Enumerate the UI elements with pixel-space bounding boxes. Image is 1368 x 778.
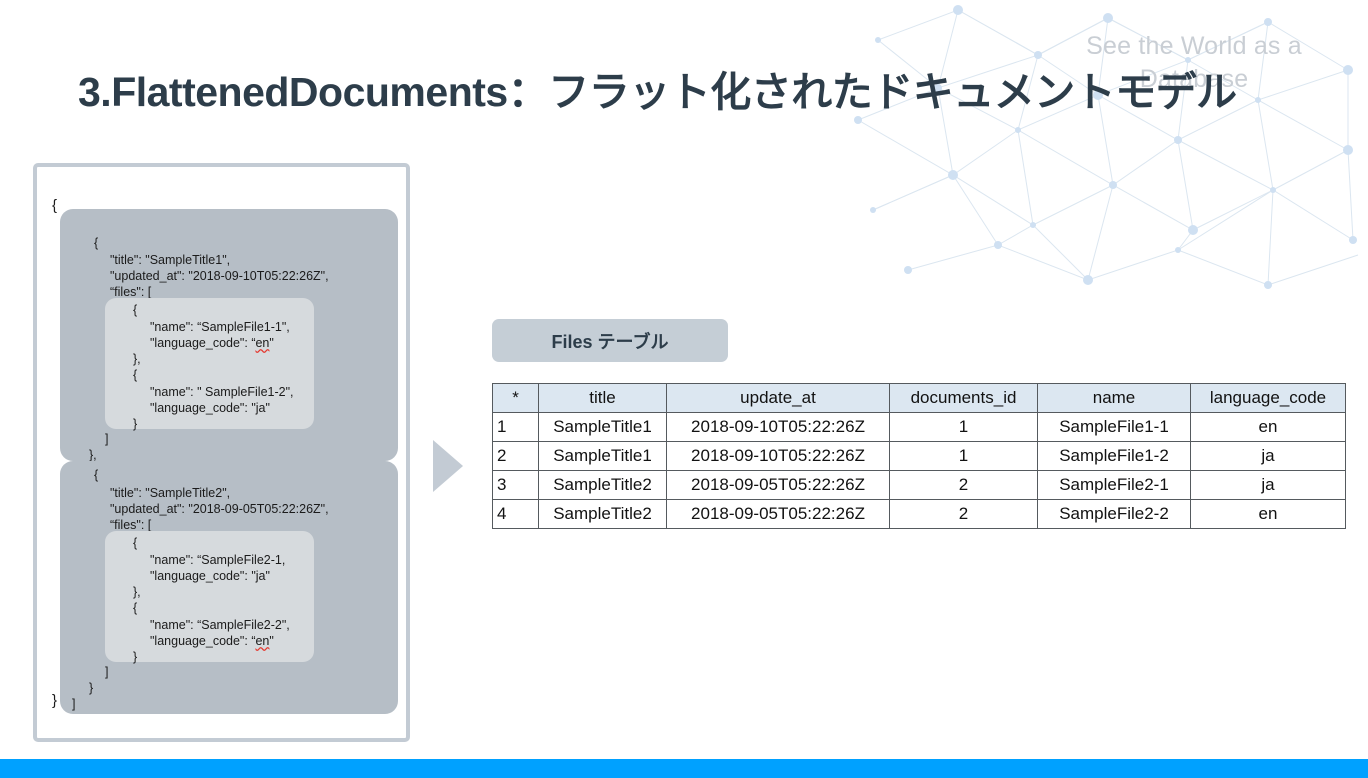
cell-documents-id: 1 — [889, 441, 1038, 471]
file-language-value: en — [255, 336, 270, 350]
bottom-accent-bar — [0, 759, 1368, 778]
cell-language-code: en — [1190, 499, 1346, 529]
document-card: { "title": "SampleTitle1", "updated_at":… — [60, 209, 398, 462]
file-language-value: ja — [255, 569, 266, 583]
file-open-brace: { — [133, 368, 138, 382]
column-header-language-code: language_code — [1190, 383, 1346, 413]
files-table-label: Files テーブル — [492, 319, 728, 362]
cell-update-at: 2018-09-10T05:22:26Z — [666, 412, 890, 442]
network-pattern-background — [854, 5, 1359, 289]
cell-name: SampleFile2-2 — [1037, 499, 1191, 529]
card-open-brace: { — [94, 236, 99, 250]
file-name-line: "name": “SampleFile1-1", — [150, 320, 290, 334]
cell-update-at: 2018-09-05T05:22:26Z — [666, 499, 890, 529]
file-language-value: ja — [255, 401, 266, 415]
card-files-close: ] — [105, 665, 109, 679]
card-close-brace: }, — [89, 448, 97, 462]
file-language-line: "language_code": "ja" — [150, 401, 270, 415]
cell-index: 2 — [492, 441, 539, 471]
cell-language-code: ja — [1190, 470, 1346, 500]
cell-update-at: 2018-09-10T05:22:26Z — [666, 441, 890, 471]
files-array-card: { "name": “SampleFile1-1", "language_cod… — [105, 298, 314, 431]
column-header-title: title — [538, 383, 667, 413]
cell-documents-id: 1 — [889, 412, 1038, 442]
cell-title: SampleTitle1 — [538, 412, 667, 442]
column-header-documents-id: documents_id — [889, 383, 1038, 413]
json-root-close-brace: } — [52, 692, 58, 709]
cell-language-code: en — [1190, 412, 1346, 442]
card-files-close: ] — [105, 432, 109, 446]
flow-arrow-icon — [433, 440, 463, 492]
column-header-update-at: update_at — [666, 383, 890, 413]
file-language-value: en — [255, 634, 270, 648]
cell-title: SampleTitle2 — [538, 470, 667, 500]
file-name-line: "name": “SampleFile2-2", — [150, 618, 290, 632]
documents-array-close: ] — [72, 697, 76, 711]
cell-index: 1 — [492, 412, 539, 442]
file-name-line: "name": " SampleFile1-2", — [150, 385, 294, 399]
card-title-line: "title": "SampleTitle2", — [110, 486, 231, 500]
cell-documents-id: 2 — [889, 470, 1038, 500]
card-files-key: “files": [ — [110, 285, 152, 299]
table-row: 4 SampleTitle2 2018-09-05T05:22:26Z 2 Sa… — [492, 499, 1346, 529]
cell-language-code: ja — [1190, 441, 1346, 471]
file-close-brace: }, — [133, 352, 141, 366]
card-close-brace: } — [89, 681, 94, 695]
files-array-card: { "name": “SampleFile2-1, "language_code… — [105, 531, 314, 664]
cell-title: SampleTitle1 — [538, 441, 667, 471]
cell-documents-id: 2 — [889, 499, 1038, 529]
cell-index: 4 — [492, 499, 539, 529]
file-close-brace: } — [133, 650, 138, 664]
file-name-line: "name": “SampleFile2-1, — [150, 553, 286, 567]
table-header-row: * title update_at documents_id name lang… — [492, 383, 1346, 413]
cell-name: SampleFile1-1 — [1037, 412, 1191, 442]
column-header-name: name — [1037, 383, 1191, 413]
file-open-brace: { — [133, 536, 138, 550]
cell-name: SampleFile2-1 — [1037, 470, 1191, 500]
file-open-brace: { — [133, 303, 138, 317]
file-open-brace: { — [133, 601, 138, 615]
files-table: * title update_at documents_id name lang… — [492, 383, 1346, 529]
document-card: { "title": "SampleTitle2", "updated_at":… — [60, 461, 398, 714]
page-title: 3.FlattenedDocuments：フラット化されたドキュメントモデル — [78, 69, 1237, 115]
file-close-brace: } — [133, 417, 138, 431]
card-open-brace: { — [94, 468, 99, 482]
cell-update-at: 2018-09-05T05:22:26Z — [666, 470, 890, 500]
cell-name: SampleFile1-2 — [1037, 441, 1191, 471]
cell-index: 3 — [492, 470, 539, 500]
table-row: 1 SampleTitle1 2018-09-10T05:22:26Z 1 Sa… — [492, 412, 1346, 442]
document-json-panel: { "documents": [ { "title": "SampleTitle… — [33, 163, 410, 742]
table-row: 3 SampleTitle2 2018-09-05T05:22:26Z 2 Sa… — [492, 470, 1346, 500]
card-updated-line: "updated_at": "2018-09-10T05:22:26Z", — [110, 269, 329, 283]
card-files-key: “files": [ — [110, 518, 152, 532]
file-language-line: "language_code": “en" — [150, 336, 274, 350]
column-header-index: * — [492, 383, 539, 413]
cell-title: SampleTitle2 — [538, 499, 667, 529]
table-row: 2 SampleTitle1 2018-09-10T05:22:26Z 1 Sa… — [492, 441, 1346, 471]
file-close-brace: }, — [133, 585, 141, 599]
file-language-line: "language_code": “en" — [150, 634, 274, 648]
card-updated-line: "updated_at": "2018-09-05T05:22:26Z", — [110, 502, 329, 516]
json-root-open-brace: { — [52, 197, 58, 214]
card-title-line: "title": "SampleTitle1", — [110, 253, 231, 267]
file-language-line: "language_code": "ja" — [150, 569, 270, 583]
